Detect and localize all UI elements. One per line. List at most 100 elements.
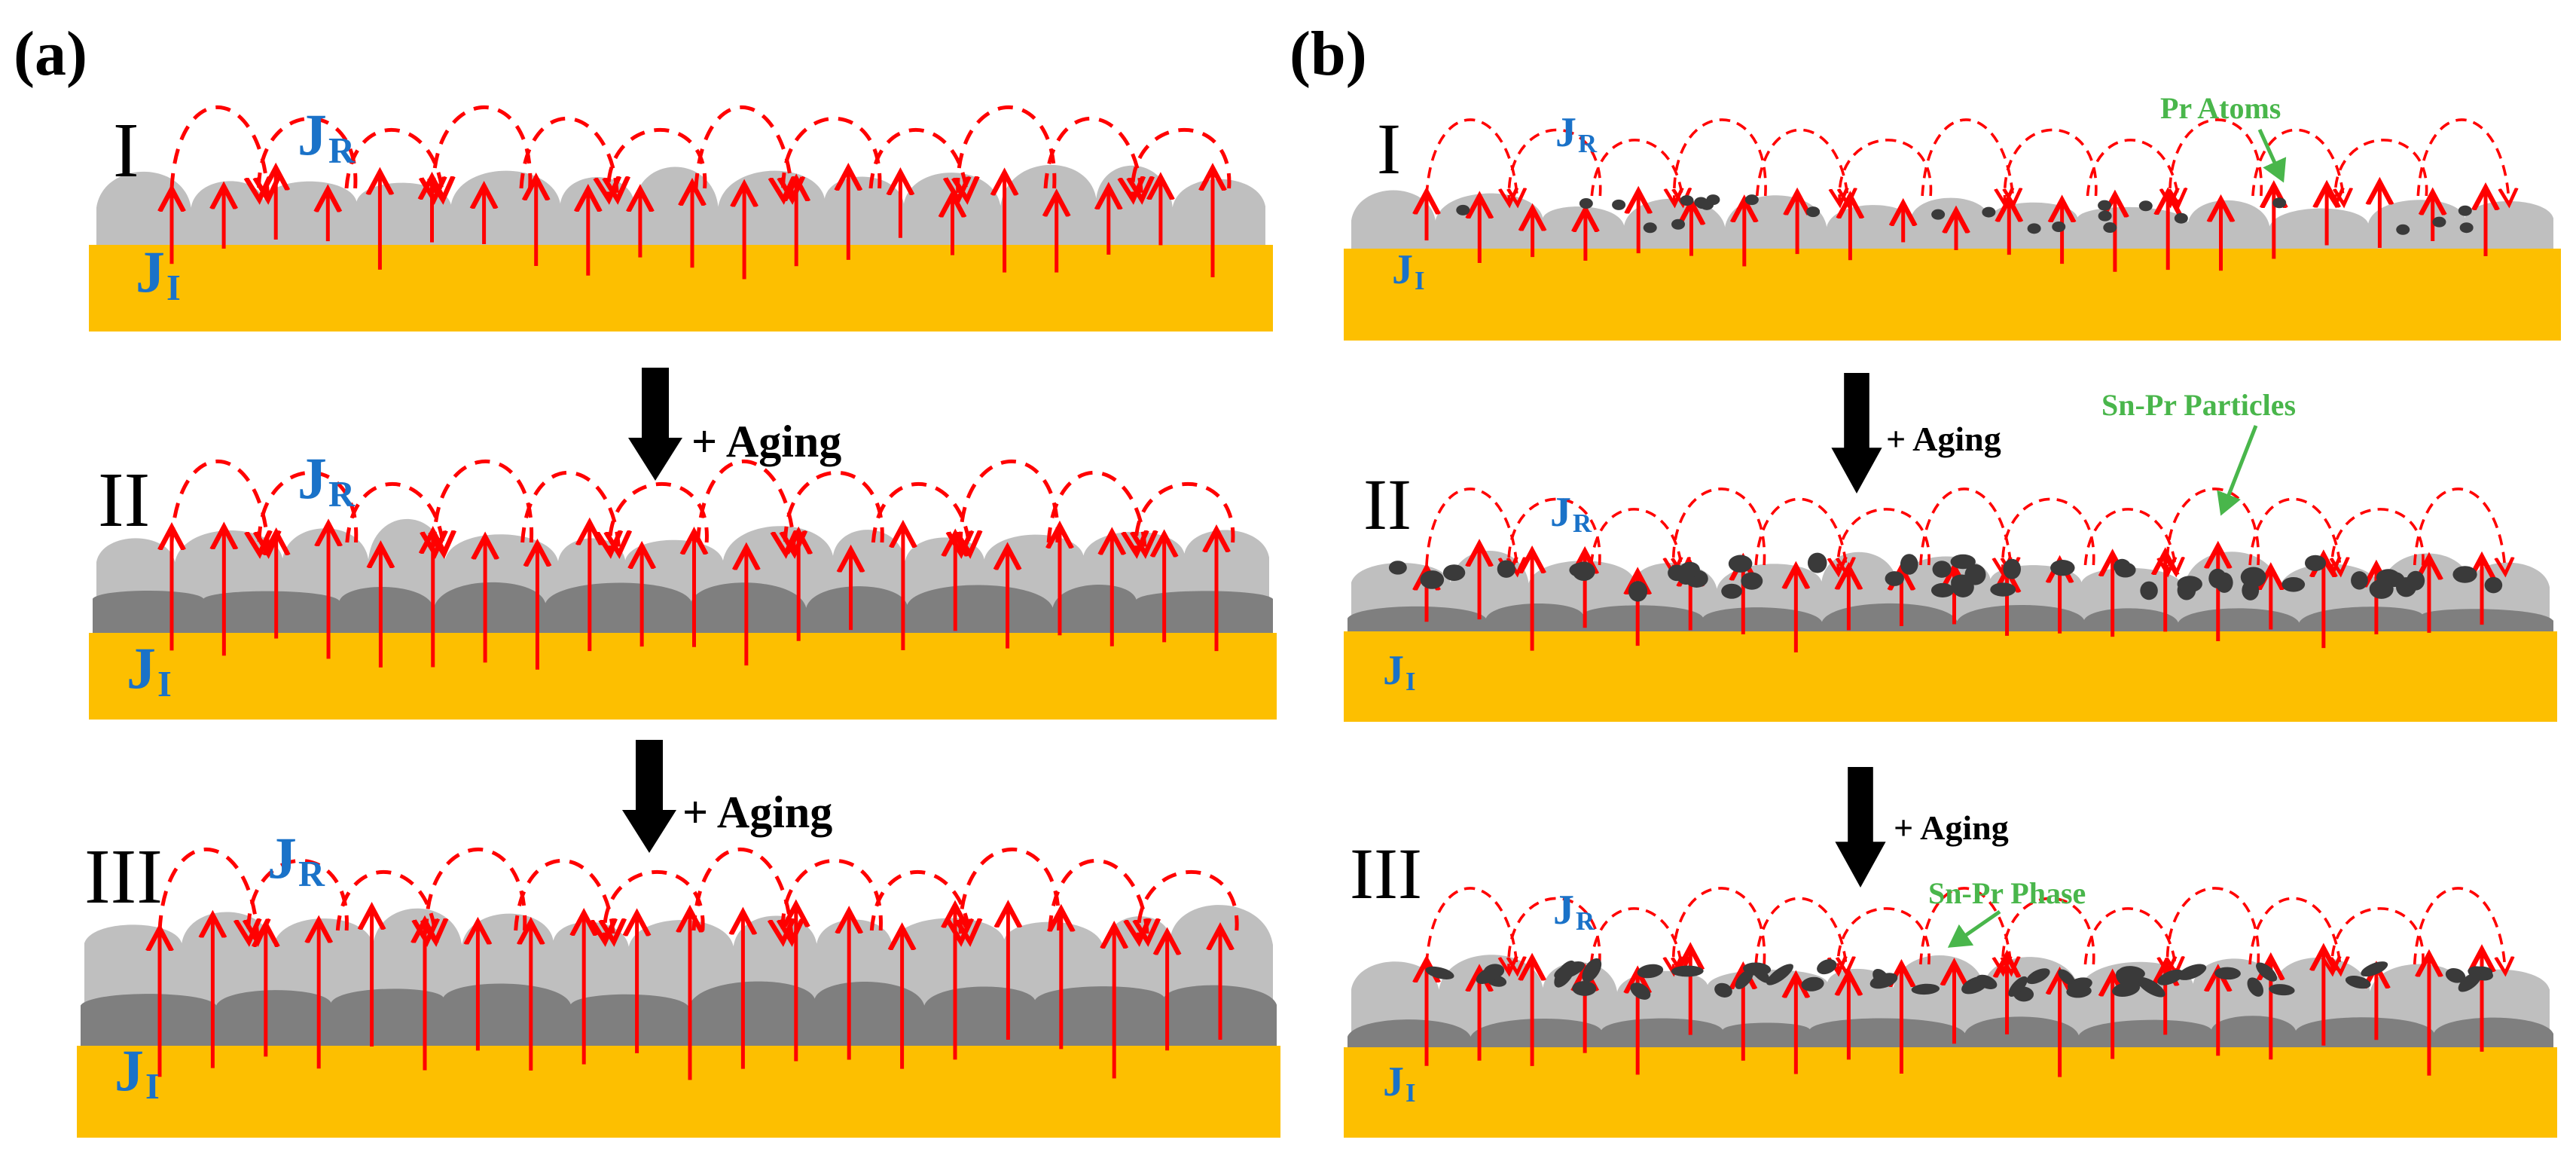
- panel-a-substrate-3: [77, 1046, 1280, 1138]
- panel-b-imc-2: [1348, 603, 2553, 633]
- panel-a-2-reflected-arc-12: [1136, 482, 1235, 550]
- panel-b-1-reflected-arc-4: [1674, 118, 1767, 202]
- panel-b-1-reflected-arc-11: [2251, 128, 2344, 202]
- panel-label-b: (b): [1290, 19, 1367, 89]
- panel-b-substrate-3: [1344, 1047, 2557, 1138]
- panel-a-1-reflected-arc-1: [169, 105, 268, 196]
- panel-b-2-reflected-arc-8: [2003, 497, 2095, 571]
- panel-b-3-particle-30: [1425, 966, 1454, 979]
- panel-b-1-reflected-arc-2: [1509, 128, 1602, 202]
- panel-b-3-particle-23: [2445, 968, 2466, 983]
- panel-b-2-particle-42: [1677, 570, 1695, 585]
- panel-b-2-particle-40: [1952, 576, 1974, 597]
- panel-b-1-reflected-arc-8: [2005, 128, 2098, 202]
- panel-b-substrate-1: [1344, 249, 2561, 341]
- panel-b-2-particle-44: [1420, 570, 1445, 589]
- panel-b-2-reflected-arc-7: [1919, 487, 2011, 571]
- panel-b-3-reflected-arc-9: [2083, 907, 2175, 970]
- panel-b-3-particle-46: [1671, 965, 1704, 977]
- panel-b-1-reflected-arc-3: [1590, 139, 1683, 202]
- panel-a-grains-1: [96, 164, 1265, 246]
- panel-b-2-reflected-arc-3: [1589, 508, 1682, 571]
- panel-b-1-reflected-arc-5: [1755, 128, 1848, 202]
- panel-b-3-particle-44: [1572, 981, 1597, 996]
- panel-b-imc-3: [1348, 1016, 2553, 1049]
- panel-a-1-reflected-arc-4: [434, 105, 533, 196]
- panel-b-1-reflected-arc-10: [2170, 118, 2263, 202]
- panel-b-1-particle-16: [2098, 210, 2112, 222]
- panel-b-1-particle-21: [1695, 198, 1710, 209]
- panel-a-stage-2: [89, 459, 1277, 720]
- panel-a-1-reflected-arc-7: [694, 105, 792, 196]
- panel-b-1-reflected-arc-7: [1921, 118, 2013, 202]
- panel-b-3-particle-45: [1483, 964, 1505, 979]
- panel-b-3-particle-9: [1582, 958, 1602, 982]
- panel-a-2-reflected-arc-1: [169, 459, 268, 550]
- panel-b-1-reflected-arc-6: [1839, 139, 1933, 202]
- panel-b-3-particle-6: [2058, 969, 2075, 985]
- panel-b-2-particle-16: [1741, 572, 1763, 590]
- panel-b-3-reflected-arc-13: [2413, 887, 2505, 970]
- aging-arrow-a-2: [622, 740, 676, 853]
- panel-b-2-reflected-arc-6: [1838, 508, 1930, 571]
- panel-b-3-particle-20: [2256, 962, 2278, 982]
- panel-b-2-particle-20: [2114, 558, 2131, 575]
- flux-reflected-a-2: JR: [298, 445, 355, 515]
- panel-a-3-reflected-arc-8: [783, 858, 883, 938]
- aging-label-b-2: + Aging: [1894, 808, 2009, 847]
- panel-b-2-reflected-arc-13: [2413, 487, 2505, 571]
- panel-b-2-particle-24: [2215, 572, 2233, 593]
- flux-incident-a-1: JI: [136, 239, 181, 308]
- flux-reflected-a-3: JR: [267, 825, 325, 894]
- panel-b-2-particle-14: [2304, 555, 2327, 571]
- pointer-pr-atoms: [2257, 128, 2287, 183]
- panel-b-3-particle-37: [1630, 982, 1651, 1000]
- panel-a-1-reflected-arc-3: [344, 127, 443, 196]
- panel-b-1-particle-10: [2098, 200, 2112, 211]
- panel-b-3-particle-25: [2214, 967, 2241, 980]
- panel-b-2-particle-34: [2240, 567, 2266, 588]
- panel-b-3-particle-1: [1766, 964, 1793, 985]
- panel-b-1-particle-2: [2138, 200, 2153, 212]
- panel-b-2-particle-31: [2140, 581, 2158, 600]
- panel-b-1-particle-24: [1579, 198, 1593, 209]
- panel-b-3-particle-32: [1869, 973, 1898, 989]
- panel-b-3-particle-33: [2178, 964, 2207, 980]
- panel-a-1-reflected-arc-10: [958, 105, 1057, 196]
- flux-reflected-b-1: JR: [1555, 109, 1598, 158]
- panel-b-3-reflected-arc-1: [1425, 887, 1517, 970]
- panel-b-2-reflected-arc-12: [2332, 508, 2425, 571]
- panel-b-1-particle-18: [2052, 221, 2066, 232]
- panel-a-stage-1: [89, 105, 1273, 332]
- panel-b-2-particle-37: [1932, 561, 1952, 578]
- panel-a-2-reflected-arc-3: [345, 481, 444, 550]
- panel-b-2-particle-28: [1990, 582, 2016, 597]
- panel-a-3-reflected-arc-2: [249, 858, 349, 938]
- panel-b-2-reflected-arc-1: [1425, 487, 1517, 571]
- flux-incident-a-2: JI: [127, 635, 172, 704]
- panel-b-1-particle-22: [2432, 216, 2446, 228]
- panel-b-3-particle-43: [2067, 977, 2092, 992]
- panel-a-imc-3: [81, 981, 1277, 1047]
- aging-arrow-b-1: [1831, 373, 1882, 493]
- flux-incident-b-3: JI: [1383, 1059, 1416, 1108]
- panel-a-2-reflected-arc-7: [696, 459, 795, 550]
- panel-b-1-particle-12: [1982, 206, 1996, 218]
- panel-b-3-particle-26: [2008, 976, 2028, 997]
- panel-b-3-reflected-arc-2: [1509, 897, 1601, 970]
- panel-b-3-particle-7: [2269, 984, 2295, 996]
- panel-b-1-particle-3: [2174, 212, 2188, 224]
- aging-label-a-1: + Aging: [691, 417, 842, 466]
- stage-label-a-2: II: [98, 457, 151, 543]
- panel-b-3-reflected-arc-10: [2167, 887, 2260, 970]
- panel-b-1-particle-9: [1931, 209, 1946, 220]
- panel-b-2-particle-46: [1497, 560, 1515, 578]
- annotation-sn-pr-phase: Sn-Pr Phase: [1928, 876, 2086, 910]
- panel-b-3-reflected-arc-11: [2248, 897, 2340, 970]
- panel-b-2-particle-33: [1569, 562, 1593, 578]
- panel-a-1-reflected-arc-11: [1043, 117, 1142, 196]
- panel-b-3-reflected-arc-5: [1754, 897, 1846, 970]
- panel-b-2-particle-32: [2351, 571, 2368, 590]
- panel-a-imc-2: [93, 582, 1273, 634]
